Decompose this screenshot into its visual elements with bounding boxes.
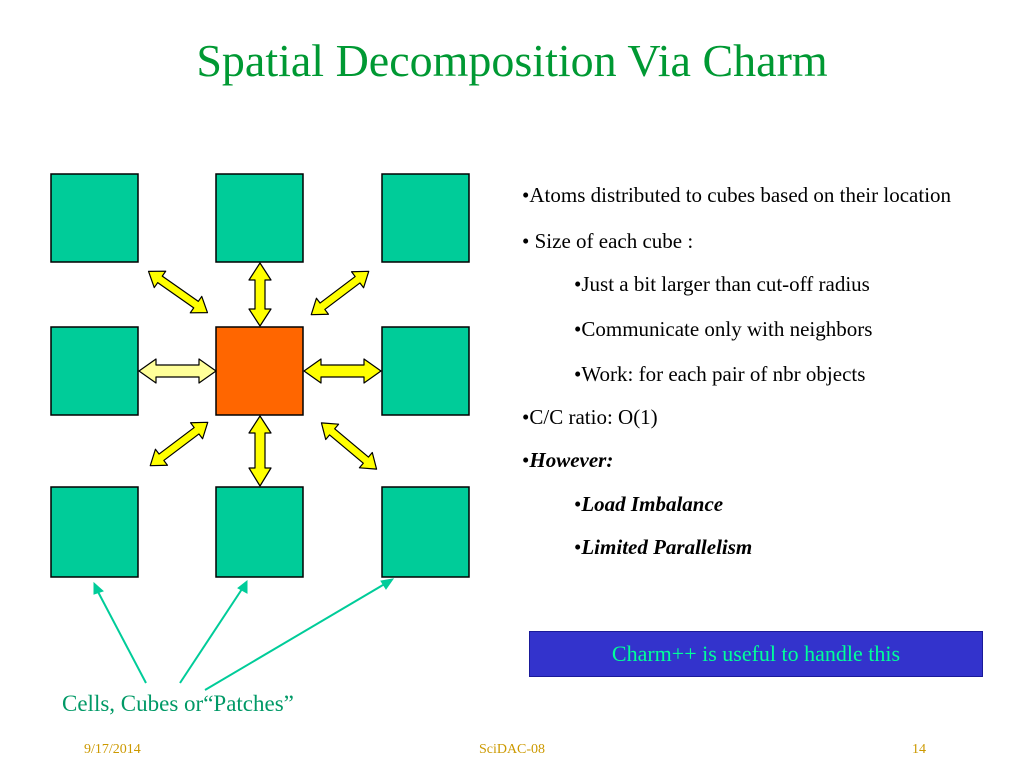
bullet-item: •C/C ratio: O(1) xyxy=(522,405,1002,429)
bullet-text: Communicate only with neighbors xyxy=(581,317,873,341)
bullet-item: •Work: for each pair of nbr objects xyxy=(522,362,1002,386)
cube-top-left xyxy=(50,173,139,263)
cube-middle-right xyxy=(381,326,470,416)
bullet-text: However: xyxy=(529,448,614,472)
bullet-item: •Just a bit larger than cut-off radius xyxy=(522,272,1002,296)
bullet-text: Load Imbalance xyxy=(581,492,724,516)
cube-top-center xyxy=(215,173,304,263)
bullet-text: Atoms distributed to cubes based on thei… xyxy=(529,183,952,207)
cube-grid xyxy=(50,173,470,578)
patches-label: Cells, Cubes or“Patches” xyxy=(62,691,294,716)
neighbor-arrows xyxy=(138,262,382,487)
bullet-item: •Communicate only with neighbors xyxy=(522,317,1002,341)
bullet-text: Limited Parallelism xyxy=(581,535,753,559)
pointer-head-right xyxy=(380,578,395,590)
cube-center xyxy=(215,326,304,416)
bullet-marker: • xyxy=(522,448,530,472)
bullet-text: Work: for each pair of nbr objects xyxy=(581,362,866,386)
slide-title: Spatial Decomposition Via Charm xyxy=(196,35,828,86)
pointer-head-left xyxy=(93,581,104,595)
callout-text: Charm++ is useful to handle this xyxy=(611,641,901,666)
callout-box: Charm++ is useful to handle this xyxy=(529,631,983,677)
arrow-down-double xyxy=(248,415,272,487)
bullet-marker: • xyxy=(522,183,530,207)
pointer-line-center xyxy=(179,585,245,684)
footer-center: SciDAC-08 xyxy=(478,742,546,757)
bullet-marker: • xyxy=(522,405,530,429)
bullet-text: Just a bit larger than cut-off radius xyxy=(581,272,870,296)
label-pointers xyxy=(93,578,395,691)
bullet-list: •Atoms distributed to cubes based on the… xyxy=(522,183,1002,559)
cube-bottom-left xyxy=(50,486,139,578)
footer-date: 9/17/2014 xyxy=(84,742,141,757)
bullet-marker: • xyxy=(574,492,582,516)
bullet-item: • Size of each cube : xyxy=(522,229,1002,253)
bullet-text: C/C ratio: O(1) xyxy=(529,405,658,429)
bullet-text: Size of each cube : xyxy=(534,229,694,253)
cube-middle-left xyxy=(50,326,139,416)
arrow-diagonal-bottom-right xyxy=(320,422,378,470)
bullet-marker: • xyxy=(574,535,582,559)
bullet-item: •Limited Parallelism xyxy=(522,535,1002,559)
cube-bottom-center xyxy=(215,486,304,578)
pointer-line-right xyxy=(204,581,389,691)
bullet-item: •Atoms distributed to cubes based on the… xyxy=(522,183,1002,207)
cube-bottom-right xyxy=(381,486,470,578)
footer-page-number: 14 xyxy=(912,742,926,757)
pointer-head-center xyxy=(237,579,248,594)
bullet-marker: • xyxy=(574,362,582,386)
cube-top-right xyxy=(381,173,470,263)
arrow-diagonal-bottom-left xyxy=(149,421,209,467)
arrow-up-double xyxy=(248,262,272,327)
arrow-right-double xyxy=(303,358,382,384)
pointer-line-left xyxy=(95,587,147,684)
bullet-marker: • xyxy=(574,317,582,341)
bullet-item: •However: xyxy=(522,448,1002,472)
bullet-marker: • xyxy=(574,272,582,296)
bullet-marker: • xyxy=(522,229,535,253)
arrow-diagonal-top-left xyxy=(147,270,209,314)
bullet-item: •Load Imbalance xyxy=(522,492,1002,516)
arrow-left-double xyxy=(138,358,217,384)
arrow-diagonal-top-right xyxy=(310,270,370,316)
